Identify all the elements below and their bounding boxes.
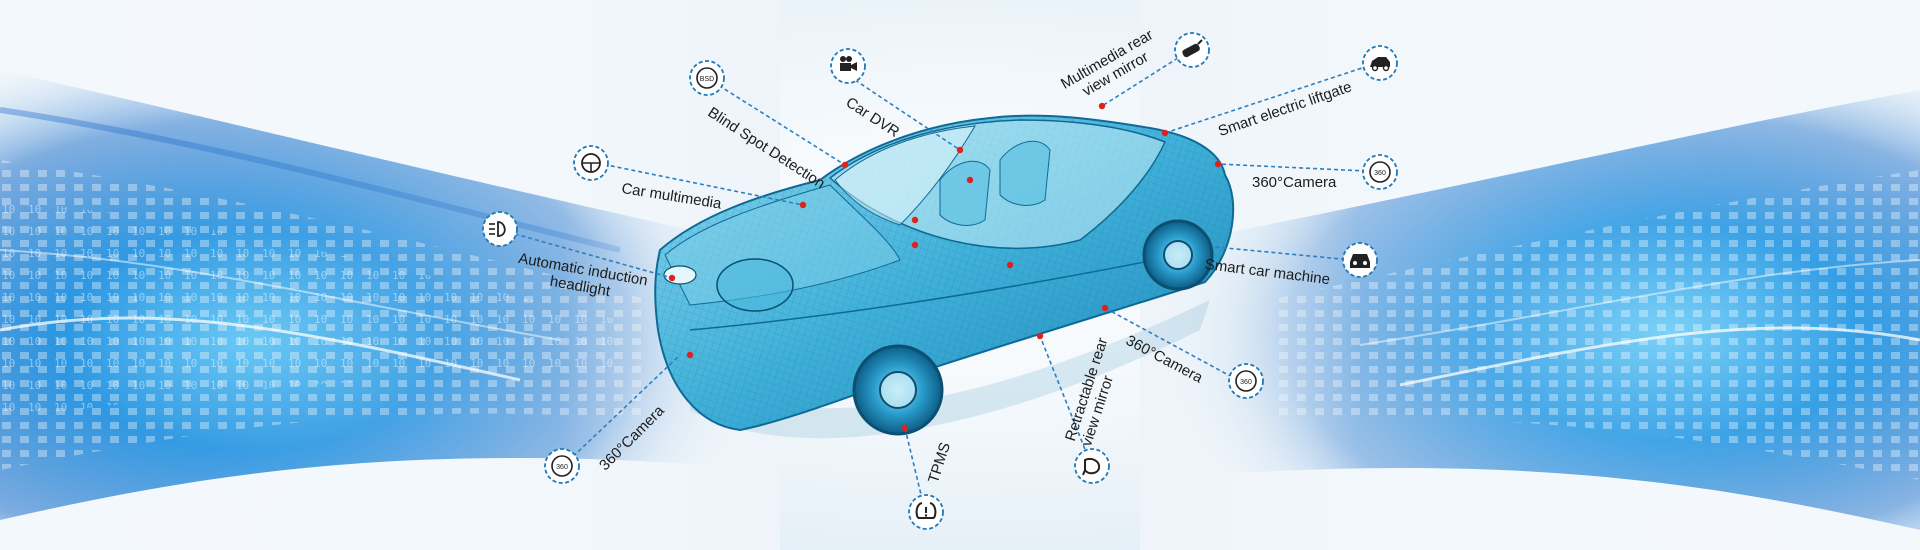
- point-camera-front: [686, 351, 694, 359]
- leader-line-liftgate: [1164, 65, 1369, 134]
- point-liftgate: [1161, 129, 1169, 137]
- front-headlight-shape: [663, 265, 697, 285]
- leader-line-camera-rear: [1217, 163, 1367, 172]
- car-front-icon: [1342, 242, 1378, 278]
- leader-line-car-machine: [1214, 246, 1353, 261]
- leader-line-camera-side: [1104, 307, 1233, 378]
- point-dvr: [956, 146, 964, 154]
- camera-360-icon: 360: [544, 448, 580, 484]
- front-wheel-hub: [879, 371, 917, 409]
- camera-rear-icon-text: 360: [1374, 170, 1386, 177]
- point-tpms: [901, 424, 909, 432]
- left-tech-background: 10: [0, 0, 780, 550]
- point-bsd: [841, 161, 849, 169]
- car-windshield: [834, 125, 976, 226]
- leader-line-bsd: [706, 77, 846, 166]
- leader-line-dvr: [854, 79, 961, 151]
- bsd-badge-icon: BSD: [689, 60, 725, 96]
- right-tech-background: [1140, 0, 1920, 550]
- wireframe-car: [654, 114, 1235, 439]
- label-camera-rear: 360°Camera: [1252, 174, 1337, 191]
- leader-line-multimedia: [596, 162, 804, 206]
- leader-line-camera-front: [562, 354, 681, 467]
- camera-side-icon-text: 360: [1240, 379, 1252, 386]
- point-mirror: [1098, 102, 1106, 110]
- rear-wheel-hub: [1163, 240, 1193, 270]
- leader-line-headlight: [507, 231, 673, 279]
- point-retractable: [1036, 332, 1044, 340]
- leader-line-retractable: [1039, 335, 1091, 463]
- point-car-machine: [1006, 261, 1014, 269]
- point-interior: [911, 241, 919, 249]
- car-side-line: [689, 249, 1206, 331]
- car-seat: [999, 140, 1051, 206]
- point-multimedia: [799, 201, 807, 209]
- point-camera-side: [1101, 304, 1109, 312]
- point-camera-rear: [1214, 160, 1222, 168]
- tire-pressure-icon: [908, 494, 944, 530]
- headlight-icon: [482, 211, 518, 247]
- rear-mirror-icon: [1174, 32, 1210, 68]
- camcorder-icon: [830, 48, 866, 84]
- engine-block: [716, 258, 794, 312]
- bsd-icon-text: BSD: [700, 76, 714, 83]
- camera-front-icon-text: 360: [556, 464, 568, 471]
- side-mirror-icon: [1074, 448, 1110, 484]
- car-trunk-icon: [1362, 45, 1398, 81]
- point-interior: [911, 216, 919, 224]
- icon-badges: BSD: [482, 32, 1398, 530]
- camera-360-icon: 360: [1228, 363, 1264, 399]
- point-headlight: [668, 274, 676, 282]
- leader-line-mirror-multimedia: [1101, 57, 1179, 107]
- steering-wheel-icon: [573, 145, 609, 181]
- camera-360-icon: 360: [1362, 154, 1398, 190]
- car-seat: [939, 160, 991, 226]
- point-interior: [966, 176, 974, 184]
